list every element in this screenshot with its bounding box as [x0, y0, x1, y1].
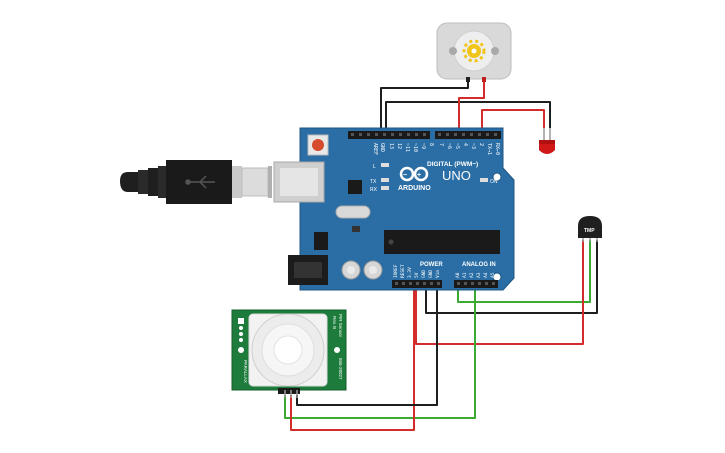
- wire-pir-gnd[interactable]: [296, 287, 438, 406]
- pin-label: 7: [438, 143, 444, 146]
- dc-motor[interactable]: [436, 22, 512, 82]
- led-rx-label: RX: [370, 187, 378, 193]
- pin-label: 4: [462, 143, 468, 146]
- aref-label: AREF: [372, 143, 378, 155]
- tmp-label: TMP: [584, 228, 595, 234]
- red-led[interactable]: [539, 128, 555, 154]
- analog-pin-label: A4: [483, 272, 489, 278]
- led-on-label: ON: [490, 179, 498, 185]
- analog-label: ANALOG IN: [462, 262, 496, 268]
- pin-label: TX→1: [486, 143, 492, 155]
- pin-label: 13: [388, 143, 394, 149]
- power-pin-label: GND: [421, 270, 427, 278]
- wire-tmp-gnd[interactable]: [425, 240, 598, 314]
- analog-pin-label: A3: [476, 272, 482, 278]
- arduino-board[interactable]: AREF GND 13 12 ~11 ~10 ~9 8 7 ~6 ~5 4 ~3…: [273, 127, 515, 291]
- wire-tmp-signal[interactable]: [457, 240, 591, 303]
- pin-label: 8: [428, 143, 434, 146]
- wire-led-pin[interactable]: [481, 109, 545, 135]
- pir-label-a: PIR Sensor: [338, 314, 343, 338]
- pin-label: RX←0: [494, 143, 500, 155]
- wire-motor-gnd[interactable]: [380, 80, 469, 135]
- pir-label-b: Rev. B: [332, 316, 337, 329]
- atmega-chip: [384, 230, 500, 254]
- digital-header-right[interactable]: [435, 131, 501, 139]
- led-on: [480, 178, 488, 182]
- analog-pin-label: A0: [455, 272, 461, 278]
- wire-tmp-vcc[interactable]: [415, 240, 584, 345]
- analog-pin-label: A5: [490, 272, 496, 278]
- crystal: [335, 205, 371, 219]
- pin-label: ~6: [446, 143, 452, 149]
- analog-header[interactable]: [454, 280, 498, 288]
- digital-label: DIGITAL (PWM~): [427, 161, 478, 168]
- led-l: [381, 163, 389, 167]
- usb-cable[interactable]: [120, 160, 272, 204]
- usb-icon: [185, 175, 215, 189]
- model-label: UNO: [442, 168, 471, 183]
- power-pin-label: GND: [428, 270, 434, 278]
- pin-label: ~3: [470, 143, 476, 149]
- svg-text:+: +: [417, 172, 421, 179]
- led-tx-label: TX: [370, 179, 377, 185]
- led-rx: [381, 186, 389, 190]
- digital-header-left[interactable]: [348, 131, 430, 139]
- temperature-sensor[interactable]: TMP: [578, 216, 602, 242]
- analog-pin-label: A2: [469, 272, 475, 278]
- led-l-label: L: [373, 164, 376, 170]
- motor-shaft-icon: [462, 39, 486, 63]
- pin-label: ~11: [404, 143, 410, 152]
- wire-motor-pin[interactable]: [458, 80, 485, 135]
- pir-label-d: PARALLAX: [243, 360, 248, 383]
- led-tx: [381, 178, 389, 182]
- pir-label-c: 555-28027: [338, 358, 343, 380]
- pin-label: ~9: [420, 143, 426, 149]
- svg-text:−: −: [403, 172, 407, 179]
- pin-label: ~5: [454, 143, 460, 149]
- pin-label: 12: [396, 143, 402, 149]
- wire-pir-signal[interactable]: [284, 287, 476, 419]
- power-pin-label: 5V: [414, 272, 420, 278]
- pin-label: ~10: [412, 143, 418, 152]
- pir-motion-sensor[interactable]: PIR Sensor Rev. B 555-28027 PARALLAX: [231, 309, 347, 398]
- brand-label: ARDUINO: [398, 185, 431, 192]
- power-label: POWER: [420, 262, 443, 268]
- arduino-logo-icon: [399, 166, 429, 182]
- power-pin-label: IOREF: [393, 264, 399, 278]
- analog-pin-label: A1: [462, 272, 468, 278]
- power-pin-label: Vin: [435, 270, 441, 278]
- mounting-hole: [492, 172, 502, 182]
- pin-label: 2: [478, 143, 484, 146]
- wires: [284, 80, 598, 431]
- power-pin-label: RESET: [400, 264, 406, 278]
- wire-pir-vcc[interactable]: [290, 287, 415, 431]
- wire-led-gnd[interactable]: [385, 101, 551, 135]
- power-pin-label: 3.3V: [407, 267, 413, 278]
- gnd-label: GND: [379, 143, 385, 152]
